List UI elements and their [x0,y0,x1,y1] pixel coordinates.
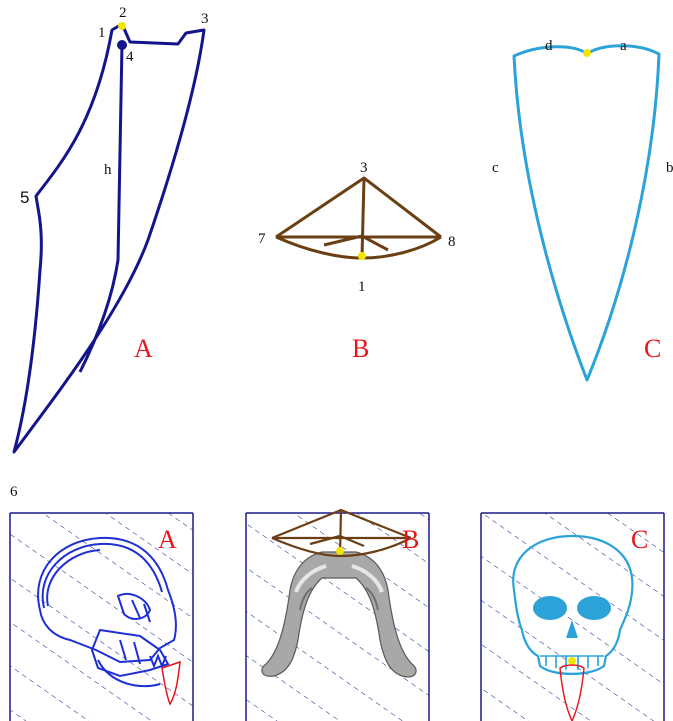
panel-a-inner-line [80,44,122,372]
panel-a-letter: A [134,334,153,363]
top-center-marker [583,49,591,57]
label-point-1: 1 [358,279,366,295]
bottom-panel-a-letter: A [158,525,177,554]
top-panel-b: 3 7 8 1 B [258,160,456,363]
top-panel-a: 1 2 3 4 5 h A [14,5,209,452]
top-panel-c: d a c b C [492,38,673,380]
tooth-marker [568,657,576,665]
label-point-3: 3 [360,160,368,176]
label-c: c [492,160,499,176]
bottom-panel-c: C [481,513,664,721]
bottom-panel-c-letter: C [631,525,648,554]
point-1-marker [336,547,344,555]
label-h: h [104,162,112,178]
label-b: b [666,160,673,176]
panel-c-letter: C [644,334,661,363]
panel-a-outline [14,24,204,452]
label-point-7: 7 [258,231,266,247]
bottom-panel-b-letter: B [402,525,419,554]
bottom-panel-b: B [246,510,429,721]
label-point-2: 2 [119,5,127,21]
point-1-marker [358,252,366,260]
label-point-1: 1 [98,25,106,41]
bottom-panel-a: A [10,513,193,721]
label-point-3: 3 [201,11,209,27]
shield-outline [514,46,659,380]
figure-number: 6 [10,484,18,500]
label-point-4: 4 [126,49,134,65]
label-point-5: 5 [20,188,29,207]
panel-b-letter: B [352,334,369,363]
label-point-8: 8 [448,234,456,250]
label-d: d [545,38,553,54]
pyramid-frame [276,178,441,258]
point-2-marker [118,22,126,30]
label-a: a [620,38,627,54]
